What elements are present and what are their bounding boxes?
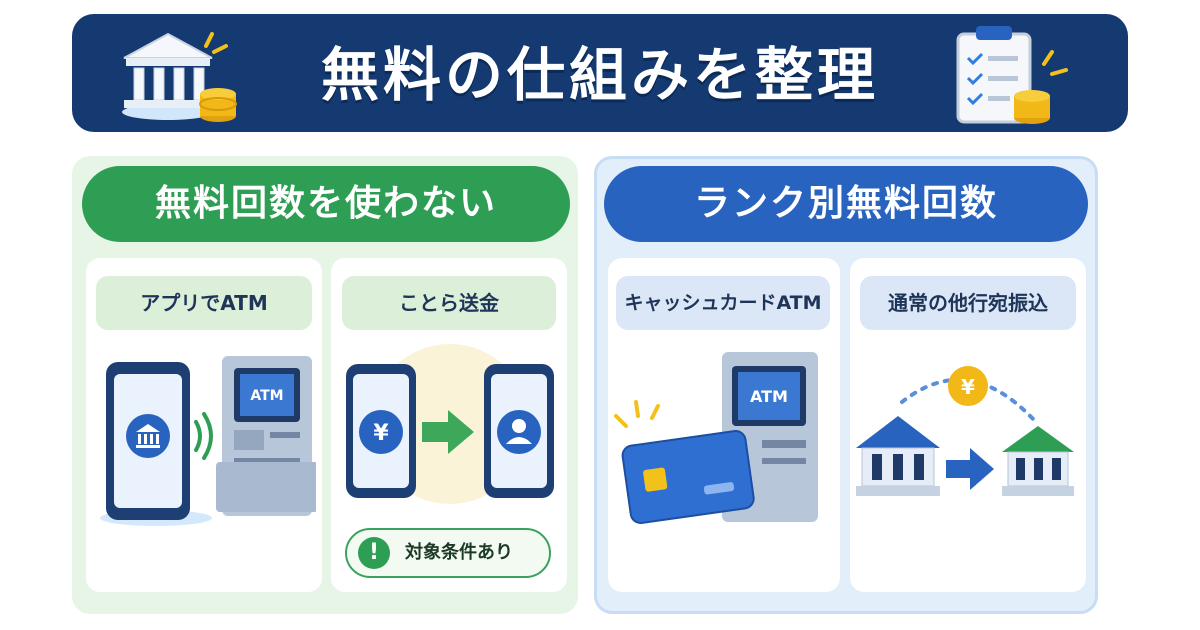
wireless-signal-icon xyxy=(194,412,213,460)
kotora-illustration: ¥ xyxy=(346,344,554,504)
app-atm-label: アプリでATM xyxy=(96,276,312,330)
yen-coin-icon: ¥ xyxy=(961,375,975,399)
right-section-heading: ランク別無料回数 xyxy=(604,166,1088,242)
exclamation-icon: ! xyxy=(358,537,390,569)
arrow-right-icon xyxy=(422,410,474,454)
app-atm-illustration: ATM xyxy=(100,356,316,526)
yen-coin-icon: ¥ xyxy=(373,421,389,446)
bank-icon xyxy=(122,32,237,122)
user-icon xyxy=(497,410,541,454)
bank-icon xyxy=(136,424,160,448)
atm-machine-icon: ATM xyxy=(216,356,316,516)
cash-card-atm-label: キャッシュカードATM xyxy=(616,276,830,330)
arrow-right-icon xyxy=(946,448,994,490)
left-section-heading: 無料回数を使わない xyxy=(82,166,570,242)
atm-screen-text: ATM xyxy=(750,387,788,406)
coin-stack-icon xyxy=(199,88,237,122)
credit-card-icon xyxy=(621,430,755,524)
atm-screen-text: ATM xyxy=(250,388,283,404)
cash-card-atm-illustration: ATM xyxy=(614,352,818,524)
kotora-transfer-label: ことら送金 xyxy=(342,276,556,330)
bank-icon xyxy=(856,416,940,496)
eligibility-note: 対象条件あり xyxy=(345,528,551,578)
page-title: 無料の仕組みを整理 xyxy=(320,41,879,109)
interbank-transfer-illustration: ¥ xyxy=(856,366,1074,496)
bank-icon xyxy=(1002,426,1074,496)
clipboard-checklist-icon xyxy=(956,26,1068,124)
header-banner xyxy=(72,14,1128,132)
interbank-transfer-label: 通常の他行宛振込 xyxy=(860,276,1076,330)
